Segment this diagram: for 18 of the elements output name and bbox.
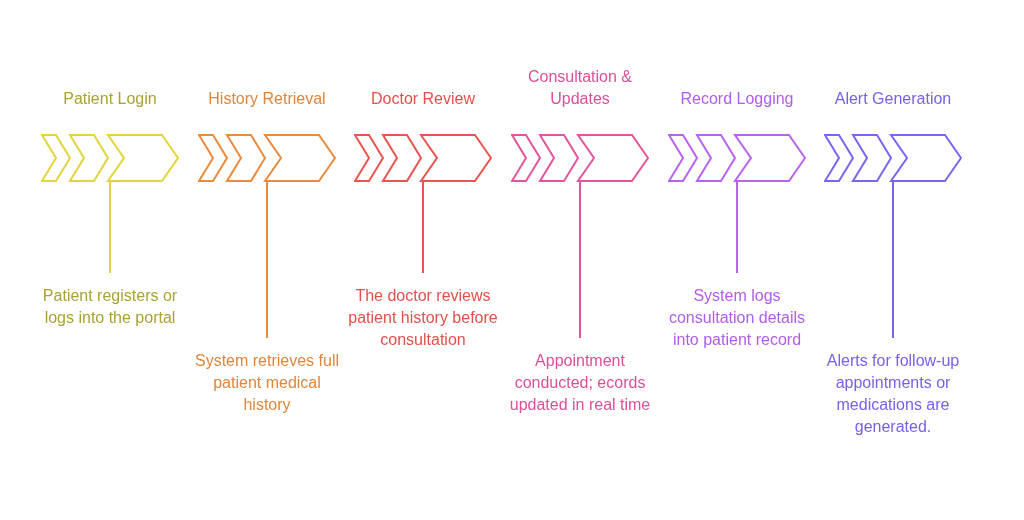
connector-line [266, 181, 268, 339]
connector-line [579, 181, 581, 339]
stage-title: Alert Generation [834, 89, 952, 109]
stage-title: Doctor Review [371, 89, 475, 109]
stage-title: History Retrieval [208, 89, 326, 109]
step-description: System retrieves full patient medical history [192, 350, 342, 416]
connector-line [736, 181, 738, 274]
connector-line [422, 181, 424, 274]
stage-title: Patient Login [63, 89, 157, 109]
stage-title: Consultation & Updates [526, 67, 634, 109]
step-description: Patient registers or logs into the portal [35, 285, 185, 329]
connector-line [109, 181, 111, 274]
connector-line [892, 181, 894, 339]
step-description: Appointment conducted; ecords updated in real time [505, 350, 655, 416]
step-description: System logs consultation details into patient record [662, 285, 812, 351]
step-description: The doctor reviews patient history before consultation [348, 285, 498, 351]
step-description: Alerts for follow-up appointments or medications are generated. [818, 350, 968, 438]
stage-title: Record Logging [680, 89, 794, 109]
